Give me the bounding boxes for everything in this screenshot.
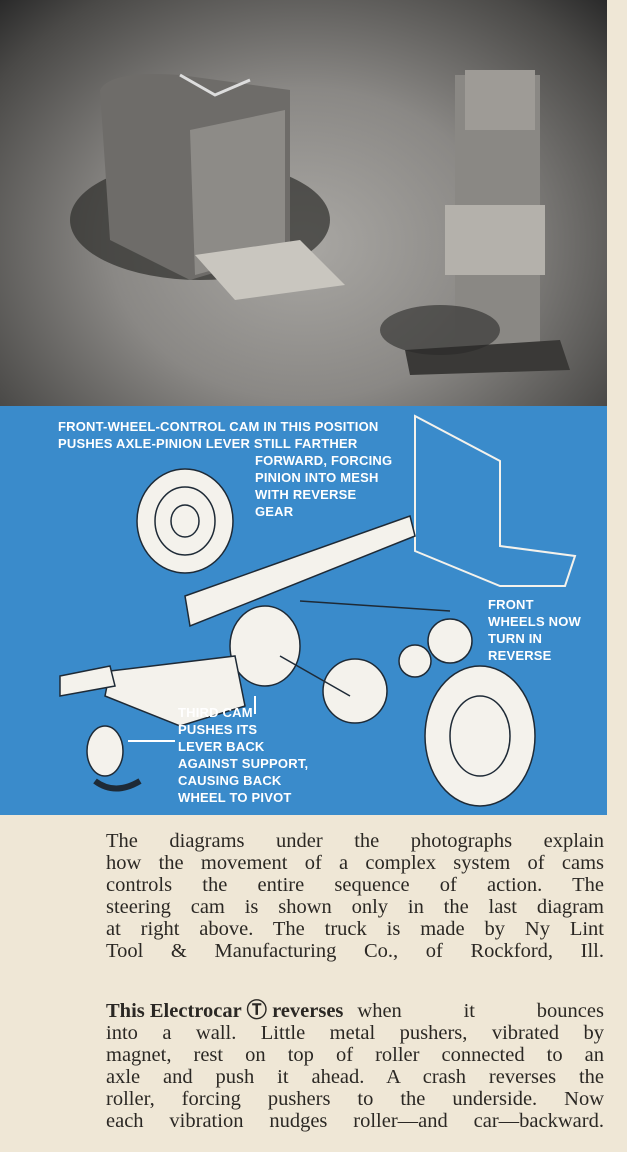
text-line: how the movement of a complex system of … (106, 852, 604, 874)
text-line: steering cam is shown only in the last d… (106, 896, 604, 918)
text-line: controls the entire sequence of action. … (106, 874, 604, 896)
text-line: each vibration nudges roller—and car—bac… (106, 1110, 604, 1132)
text-fragment: when it bounces (357, 1000, 604, 1022)
text-line: Tool & Manufacturing Co., of Rockford, I… (106, 940, 604, 962)
mechanism-illustration (59, 414, 577, 807)
bold-lead: This Electrocar Ⓣ reverses (106, 1000, 344, 1022)
text-line: at right above. The truck is made by Ny … (106, 918, 604, 940)
text-line: into a wall. Little metal pushers, vibra… (106, 1022, 604, 1044)
text-line: This Electrocar Ⓣ reverses when it bounce… (106, 1000, 604, 1022)
text-line: magnet, rest on top of roller connected … (106, 1044, 604, 1066)
truck-and-blocks-image (70, 70, 570, 375)
caption-paragraph-diagrams: The diagrams under the photographs expla… (106, 830, 604, 962)
front-wheel-cam-label: FRONT-WHEEL-CONTROL CAM IN THIS POSITION… (58, 419, 379, 451)
text-line: axle and push it ahead. A crash reverses… (106, 1066, 604, 1088)
toy-truck-photograph (0, 0, 607, 406)
text-line: roller, forcing pushers to the underside… (106, 1088, 604, 1110)
text-line: The diagrams under the photographs expla… (106, 830, 604, 852)
cam-mechanism-diagram: FRONT-WHEEL-CONTROL CAM IN THIS POSITION… (0, 406, 607, 815)
caption-paragraph-electrocar: This Electrocar Ⓣ reverses when it bounce… (106, 1000, 604, 1132)
